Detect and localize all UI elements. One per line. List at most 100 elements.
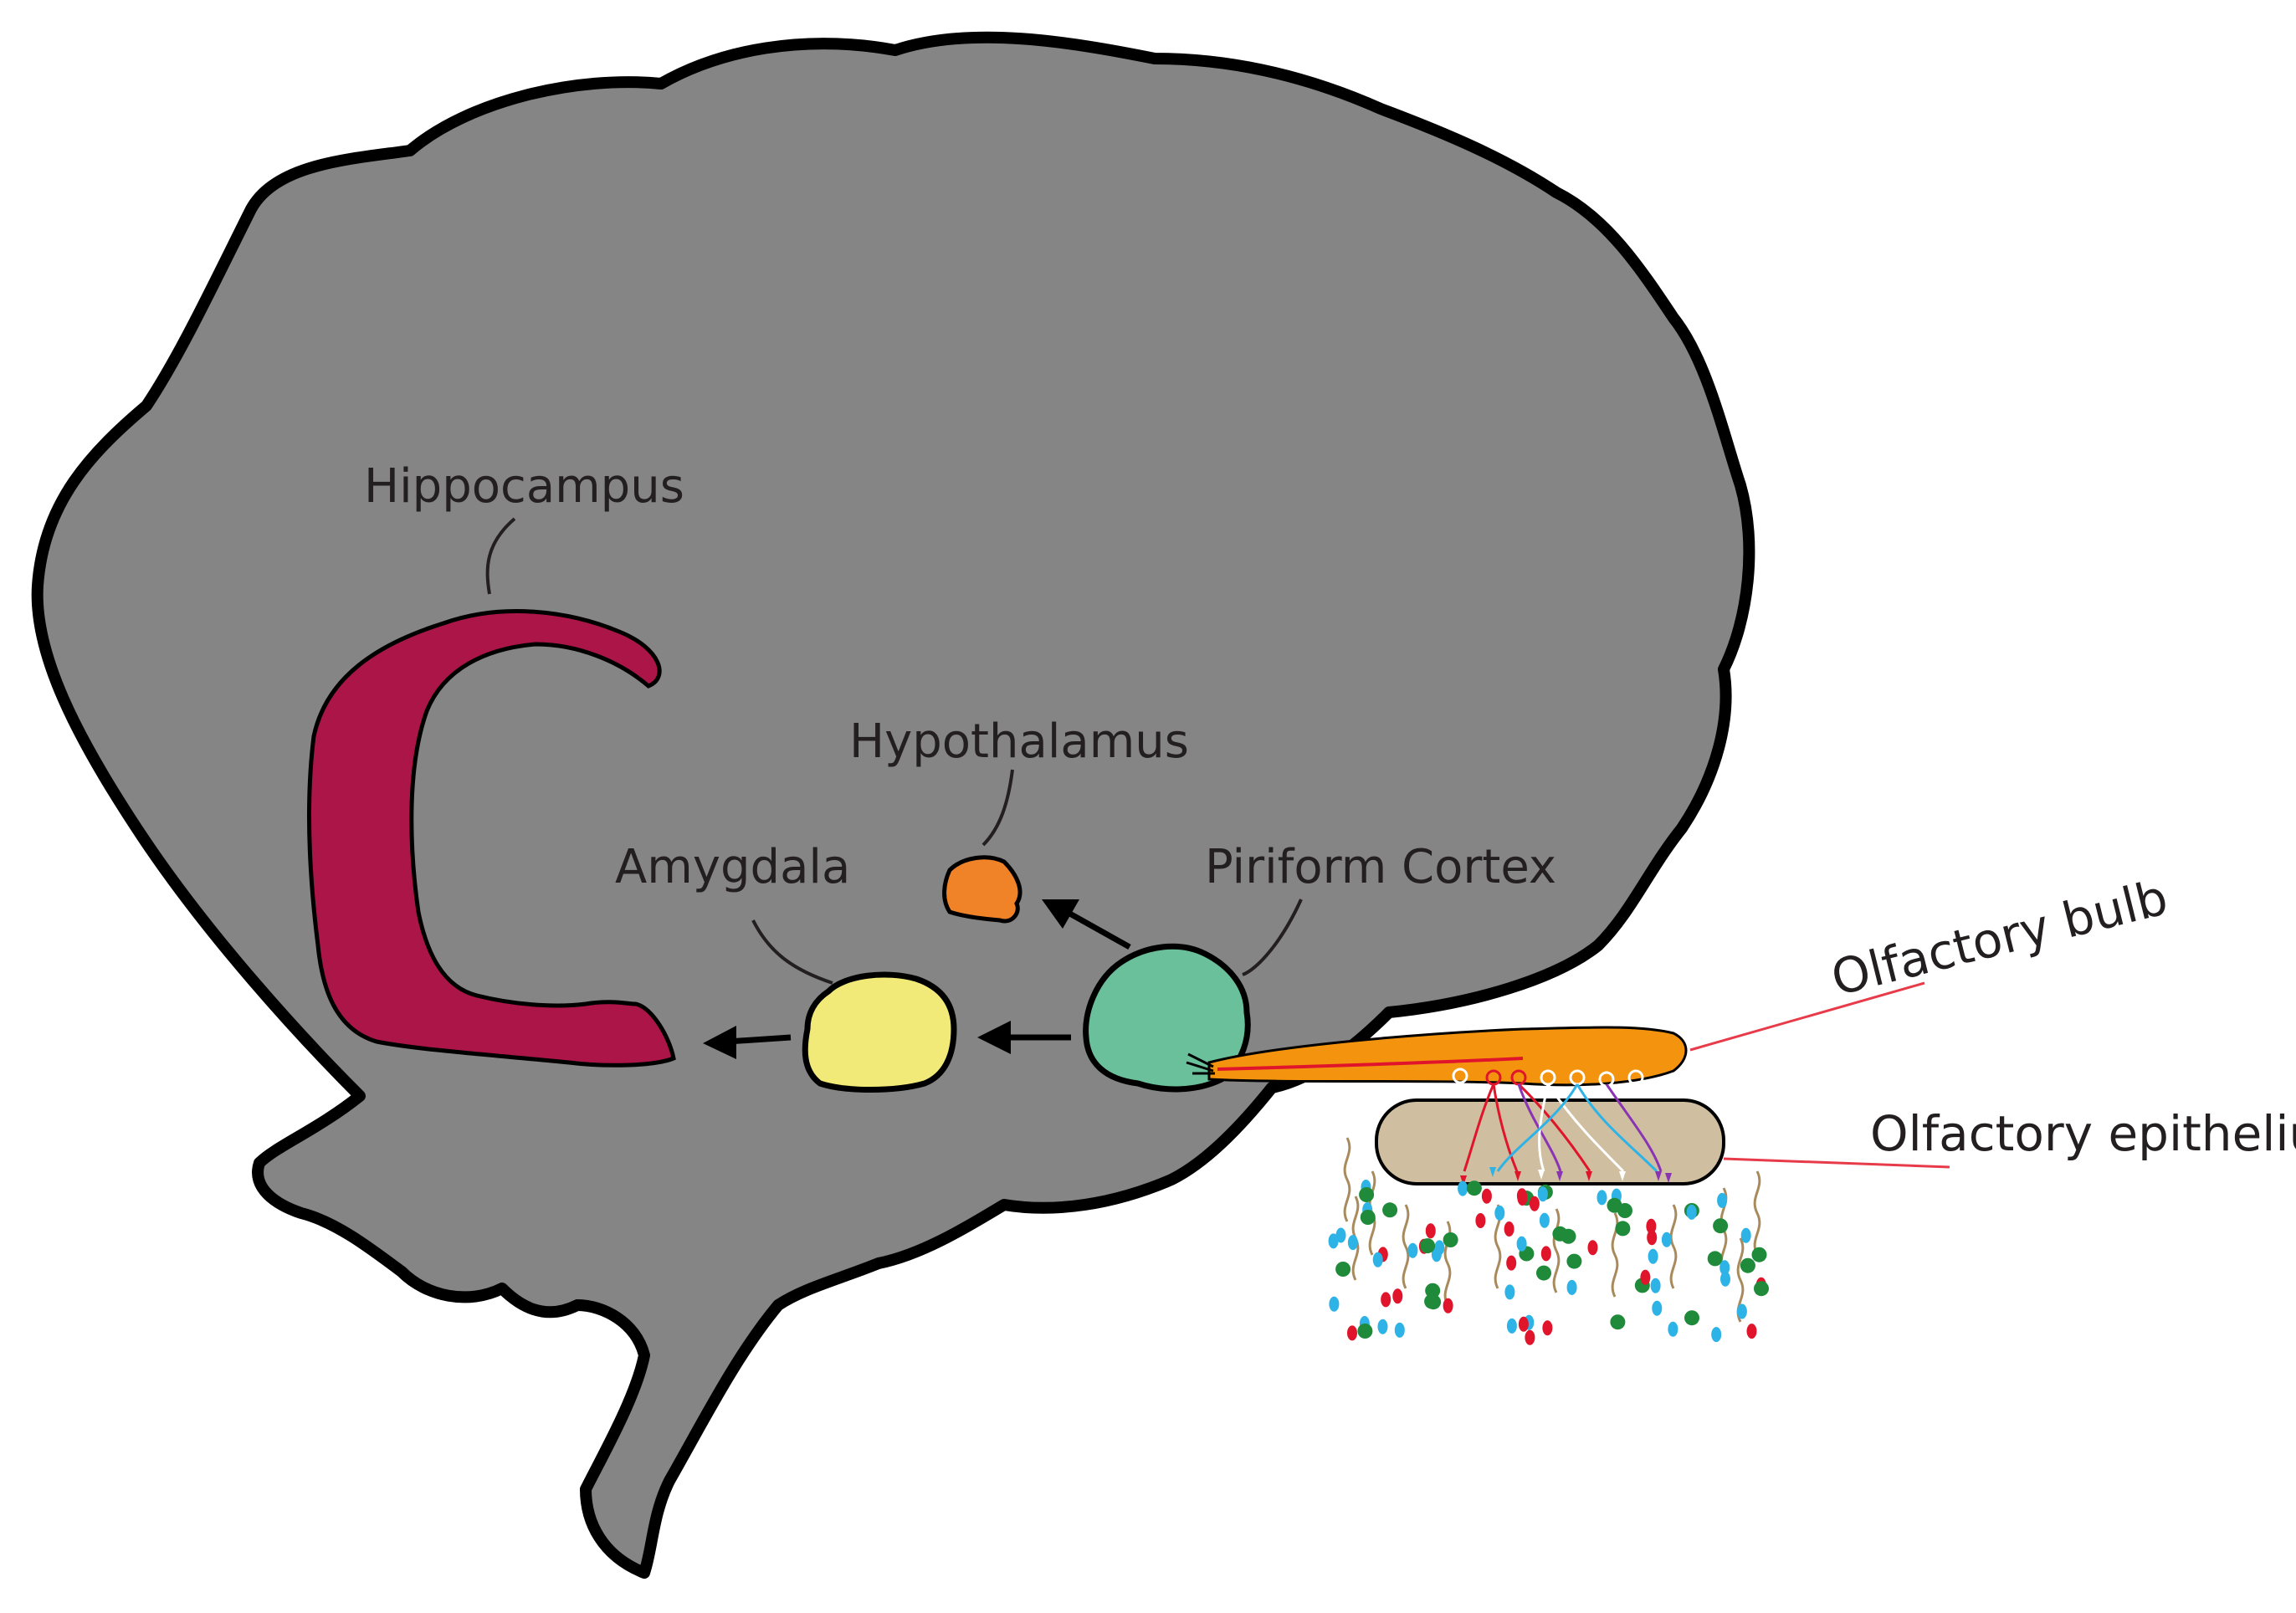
odorant-dot — [1381, 1292, 1391, 1308]
odorant-dot — [1335, 1227, 1346, 1243]
olfactory-bulb — [1207, 1026, 1688, 1087]
odorant-dot — [1720, 1271, 1730, 1287]
cilium — [1753, 1170, 1761, 1256]
amygdala-leader — [751, 919, 833, 985]
odorant-dot — [1443, 1232, 1458, 1247]
odorant-dot — [1640, 1269, 1651, 1285]
odorant-dot — [1494, 1205, 1505, 1221]
hypothalamus-leader — [981, 769, 1014, 847]
brain-silhouette — [31, 31, 1755, 1579]
odorant-dot — [1458, 1180, 1468, 1196]
odorant-dot — [1424, 1293, 1440, 1309]
odorant-dot — [1711, 1327, 1722, 1343]
odorant-dot — [1707, 1251, 1723, 1267]
odorant-dot — [1359, 1187, 1375, 1202]
odorant-dot — [1525, 1329, 1535, 1345]
odorant-dot — [1392, 1288, 1403, 1304]
odorant-dot — [1481, 1188, 1492, 1204]
odorant-dot — [1596, 1190, 1607, 1206]
odorant-dot — [1425, 1223, 1436, 1239]
odorant-dot — [1335, 1262, 1351, 1277]
odorant-dot — [1740, 1227, 1751, 1243]
odorant-dot — [1668, 1321, 1678, 1337]
odorant-dot — [1360, 1210, 1376, 1225]
bulb-pointer — [1689, 981, 1925, 1052]
odorant-dot — [1357, 1324, 1373, 1339]
odorant-dot — [1504, 1221, 1514, 1237]
odorant-molecules — [1328, 1180, 1769, 1345]
arrow-piriform-to-hypothalamus — [1042, 899, 1131, 950]
odorant-dot — [1740, 1257, 1755, 1273]
odorant-dot — [1377, 1319, 1388, 1334]
odorant-dot — [1506, 1318, 1517, 1334]
odorant-dot — [1347, 1235, 1358, 1251]
odorant-dot — [1539, 1212, 1550, 1228]
piriform-cortex-label: Piriform Cortex — [1205, 840, 1556, 894]
odorant-dot — [1516, 1188, 1527, 1204]
odorant-dot — [1751, 1247, 1767, 1262]
odorant-dot — [1736, 1303, 1747, 1319]
odorant-dot — [1566, 1253, 1582, 1269]
odorant-dot — [1647, 1230, 1658, 1246]
piriform-leader — [1242, 899, 1303, 976]
odorant-dot — [1475, 1213, 1486, 1228]
odorant-dot — [1443, 1298, 1453, 1313]
hippocampus-label: Hippocampus — [364, 459, 684, 514]
odorant-dot — [1617, 1203, 1632, 1218]
odorant-dot — [1506, 1255, 1517, 1271]
odorant-dot — [1329, 1296, 1340, 1312]
odorant-dot — [1420, 1238, 1436, 1254]
cilium — [1669, 1204, 1678, 1289]
odorant-dot — [1686, 1204, 1697, 1220]
sensory-neurons — [1460, 1167, 1672, 1185]
odorant-dot — [1504, 1284, 1515, 1300]
cilium — [1402, 1204, 1410, 1289]
odorant-dot — [1646, 1218, 1657, 1234]
amygdala-label: Amygdala — [615, 840, 850, 894]
odorant-dot — [1529, 1196, 1540, 1211]
odorant-dot — [1518, 1316, 1529, 1332]
odorant-dot — [1425, 1283, 1441, 1298]
cilium — [1552, 1208, 1561, 1293]
odorant-dot — [1407, 1242, 1418, 1258]
odorant-dot — [1536, 1265, 1551, 1281]
odorant-dot — [1372, 1252, 1383, 1267]
olfactory-epithelium — [1375, 1098, 1725, 1185]
odorant-dot — [1650, 1278, 1661, 1293]
odorant-dot — [1587, 1240, 1598, 1256]
odorant-dot — [1552, 1226, 1568, 1242]
odorant-dot — [1661, 1232, 1672, 1247]
olfactory-bulb-label: Olfactory bulb — [1826, 868, 2173, 1006]
odorant-dot — [1347, 1325, 1357, 1341]
hypothalamus-label: Hypothalamus — [849, 714, 1189, 769]
hippocampus-region — [307, 609, 676, 1068]
odorant-dot — [1717, 1192, 1728, 1208]
hippocampus-leader — [485, 517, 516, 595]
odorant-dot — [1648, 1248, 1658, 1264]
odorant-dot — [1542, 1320, 1553, 1336]
odorant-dot — [1328, 1233, 1339, 1249]
odorant-dot — [1754, 1281, 1769, 1297]
hypothalamus-region — [942, 855, 1022, 924]
odorant-dot — [1615, 1221, 1631, 1237]
odorant-dot — [1516, 1236, 1527, 1252]
arrow-piriform-to-amygdala — [977, 1021, 1071, 1054]
cilium — [1343, 1137, 1351, 1222]
tract-fibers — [1186, 1052, 1215, 1075]
odorant-dot — [1610, 1314, 1626, 1330]
odorant-dot — [1566, 1279, 1577, 1295]
odorant-dot — [1746, 1324, 1757, 1339]
odorant-dot — [1713, 1218, 1729, 1234]
sensory-axons — [1463, 1083, 1663, 1176]
epithelium-pointer — [1723, 1157, 1950, 1169]
arrow-amygdala-to-hippocampus — [703, 1026, 792, 1059]
odorant-dot — [1540, 1246, 1551, 1262]
odorant-dot — [1537, 1186, 1548, 1202]
odorant-dot — [1382, 1202, 1398, 1218]
odorant-dot — [1394, 1322, 1405, 1338]
odorant-dot — [1719, 1260, 1730, 1276]
olfactory-epithelium-label: Olfactory epithelium — [1870, 1105, 2296, 1162]
odorant-dot — [1684, 1310, 1699, 1326]
odorant-dot — [1652, 1300, 1663, 1316]
